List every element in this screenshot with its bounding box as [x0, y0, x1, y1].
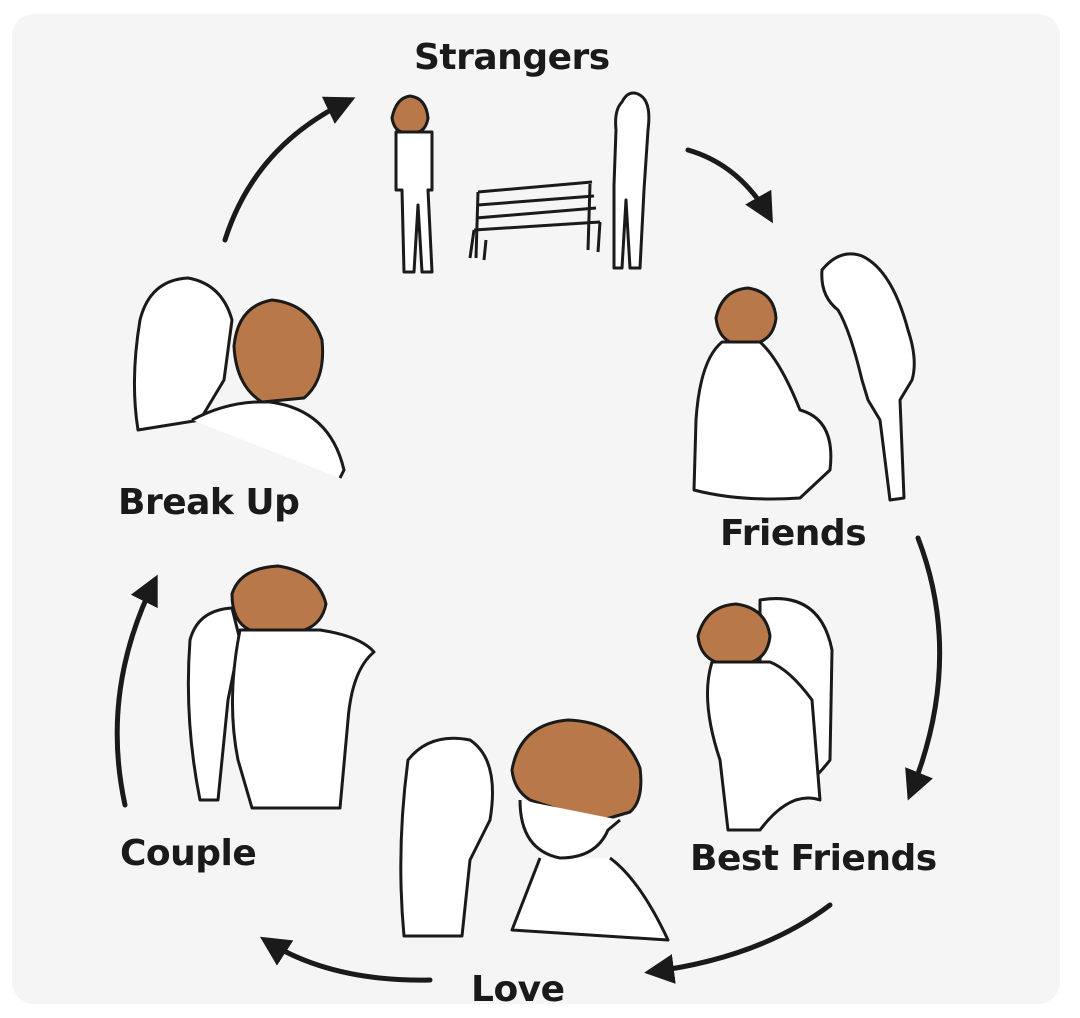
arrow-love-to-couple — [259, 936, 433, 983]
best-friends-illustration — [696, 597, 834, 832]
break-up-illustration — [132, 276, 346, 479]
friends-illustration — [692, 252, 916, 502]
label-break-up: Break Up — [118, 482, 300, 523]
label-couple: Couple — [120, 833, 257, 874]
couple-illustration — [186, 564, 376, 810]
arrow-best-friends-to-love — [644, 902, 833, 984]
arrow-friends-to-best-friends — [905, 535, 943, 801]
love-illustration — [399, 718, 670, 942]
label-love: Love — [471, 969, 565, 1010]
arrow-break-up-to-strangers — [222, 96, 356, 243]
arrow-strangers-to-friends — [685, 147, 773, 224]
label-friends: Friends — [720, 513, 867, 554]
arrow-couple-to-break-up — [114, 574, 158, 808]
strangers-illustration — [390, 91, 651, 274]
label-strangers: Strangers — [414, 37, 610, 78]
label-best-friends: Best Friends — [690, 838, 937, 879]
